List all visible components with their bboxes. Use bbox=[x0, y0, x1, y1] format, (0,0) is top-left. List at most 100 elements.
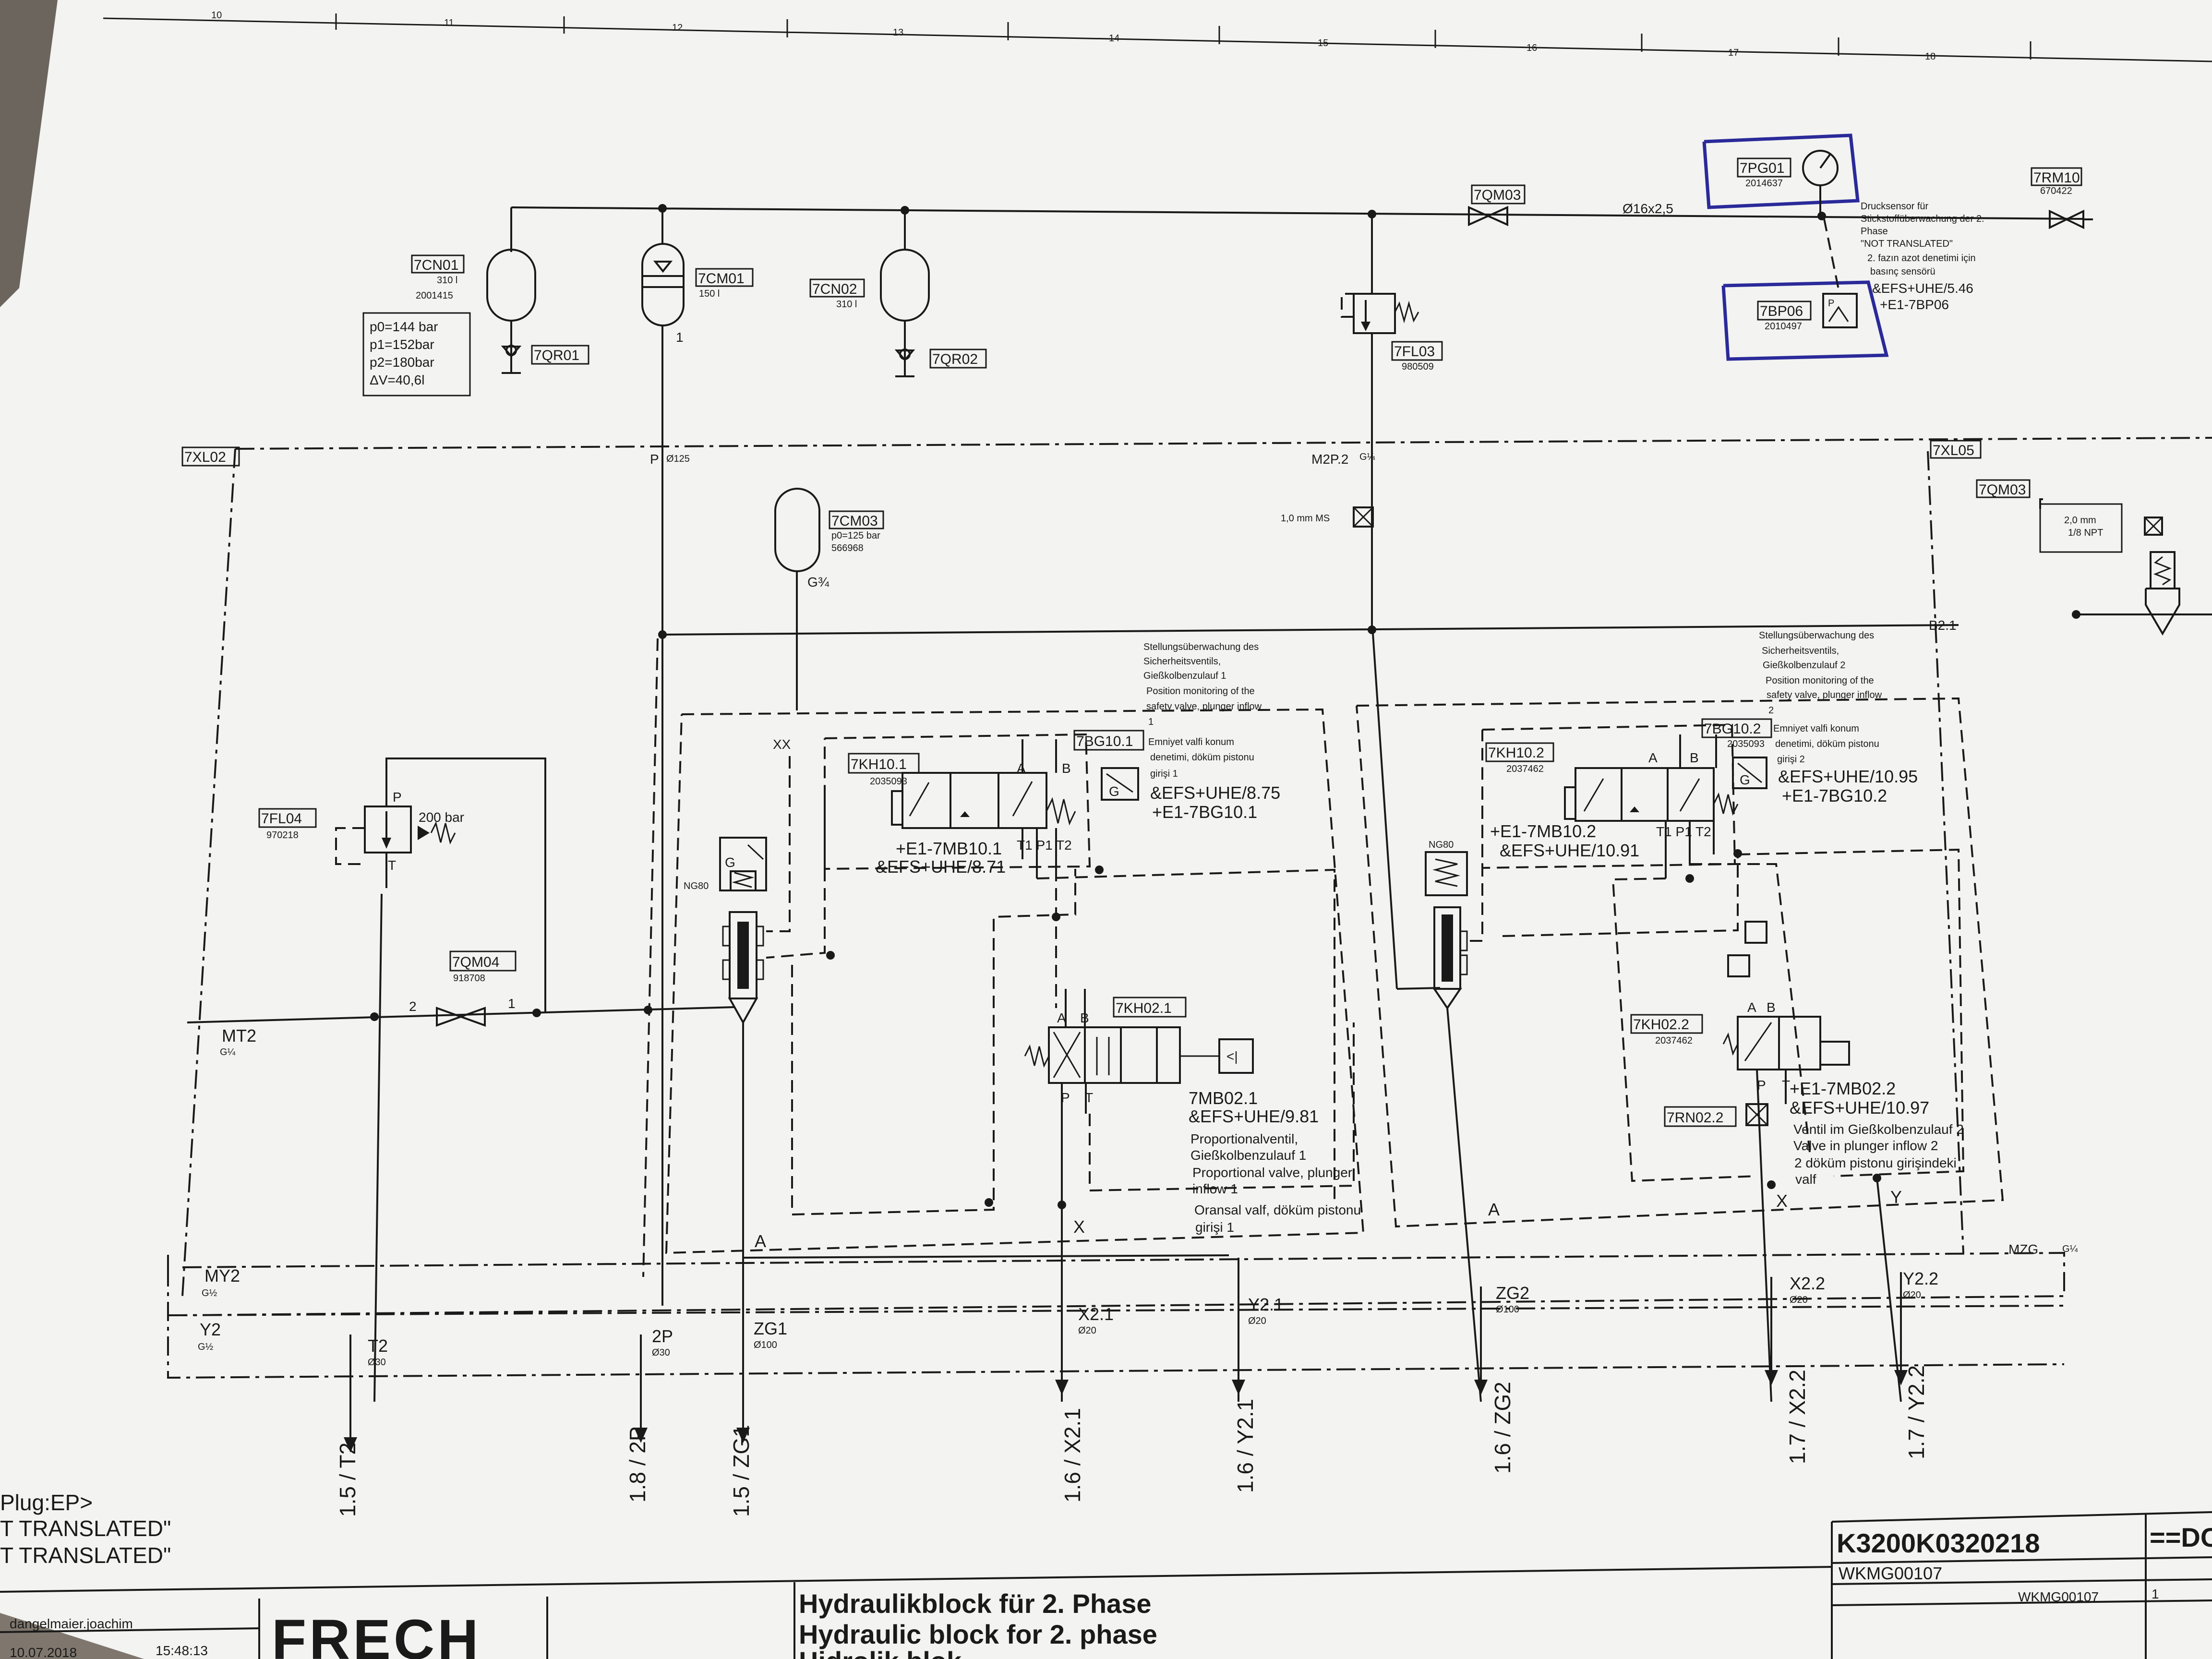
monitor-note-1: denetimi, döküm pistonu bbox=[1150, 752, 1254, 763]
cm01-volume: 150 l bbox=[699, 289, 720, 299]
monitor-note-2: Position monitoring of the bbox=[1766, 675, 1874, 686]
pilot-line bbox=[766, 756, 791, 932]
kh022-port-a: A bbox=[1747, 1000, 1756, 1015]
qm04-port-2: 2 bbox=[409, 999, 417, 1014]
y2-line bbox=[167, 1267, 2065, 1379]
right-nozzle-block: 2,0 mm 1/8 NPT bbox=[2039, 498, 2212, 636]
outgoing-x21-reference[interactable]: 1.6 / X2.1 bbox=[1060, 1408, 1085, 1503]
monitor-note-2: Sicherheitsventils, bbox=[1762, 646, 1839, 656]
margin-note: Plug:EP> bbox=[0, 1490, 93, 1515]
grid-num: 11 bbox=[444, 18, 454, 28]
outgoing-x22-reference[interactable]: 1.7 / X2.2 bbox=[1785, 1370, 1810, 1464]
tag-box bbox=[695, 268, 754, 287]
outgoing-2p-reference[interactable]: 1.8 / 2P bbox=[625, 1426, 650, 1503]
port-a2: A bbox=[1488, 1200, 1500, 1219]
port-y2-size: G½ bbox=[198, 1342, 214, 1352]
outgoing-y22-size: Ø20 bbox=[1903, 1290, 1921, 1300]
kh101-id: 2035093 bbox=[870, 776, 907, 787]
tag-box bbox=[809, 278, 865, 298]
monitor-note-2: Gießkolbenzulauf 2 bbox=[1763, 660, 1845, 671]
grid-num: 12 bbox=[672, 23, 683, 33]
monitor-note-2: safety valve, plunger inflow bbox=[1767, 690, 1882, 700]
outgoing-x21-arrow bbox=[1055, 1380, 1069, 1395]
ng80b-label: NG80 bbox=[1429, 840, 1454, 850]
kh101-port-b: B bbox=[1062, 761, 1071, 776]
prop1-note: Proportional valve, plunger bbox=[1192, 1165, 1352, 1180]
position-sensor-7bg10-1 bbox=[1101, 767, 1139, 801]
sensor-note: Stickstoffüberwachung der 2. bbox=[1861, 214, 1984, 224]
tag-7fl04: 7FL04 bbox=[261, 811, 302, 827]
tag-7bg10-2: 7BG10.2 bbox=[1704, 721, 1761, 737]
fl04-port-p: P bbox=[393, 790, 402, 805]
author: dangelmaier.joachim bbox=[10, 1616, 133, 1631]
pilot-line bbox=[1036, 868, 1335, 1200]
monitor-note-1: Gießkolbenzulauf 1 bbox=[1143, 671, 1226, 681]
outgoing-y22-label: Y2.2 bbox=[1903, 1269, 1938, 1288]
port-my2: MY2 bbox=[204, 1266, 240, 1286]
page-code: ==DC bbox=[2150, 1522, 2212, 1552]
pilot-line bbox=[1690, 863, 1811, 1153]
tag-7qr01: 7QR01 bbox=[534, 348, 579, 363]
b21-branch bbox=[1372, 633, 1398, 989]
monitor-note-1: Emniyet valfi konum bbox=[1148, 737, 1234, 747]
tag-box bbox=[1737, 157, 1791, 178]
orifice-label: 1,0 mm MS bbox=[1281, 513, 1330, 524]
qm04-id: 918708 bbox=[453, 973, 485, 984]
outgoing-zg1-size: Ø100 bbox=[754, 1340, 777, 1350]
grid-num: 17 bbox=[1728, 48, 1739, 58]
kh022-port-t: T bbox=[1782, 1078, 1790, 1093]
pg01-id: 2014637 bbox=[1745, 178, 1783, 189]
outgoing-zg1-reference[interactable]: 1.5 / ZG1 bbox=[729, 1425, 754, 1517]
b21-line bbox=[662, 624, 1959, 636]
tag-box bbox=[1073, 730, 1144, 751]
kh102-ports: T1 P1 T2 bbox=[1656, 824, 1711, 839]
port-p: P bbox=[650, 452, 659, 467]
outgoing-2p-label: 2P bbox=[652, 1326, 673, 1346]
bp06-id: 2010497 bbox=[1765, 321, 1802, 332]
kh021-port-b: B bbox=[1080, 1010, 1089, 1025]
tag-box bbox=[1113, 997, 1187, 1018]
kh101-port-a: A bbox=[1017, 761, 1026, 776]
kh022-id: 2037462 bbox=[1655, 1035, 1693, 1046]
block-outline bbox=[181, 437, 2212, 1297]
tag-box bbox=[1471, 184, 1526, 204]
outgoing-zg2-reference[interactable]: 1.6 / ZG2 bbox=[1490, 1382, 1515, 1474]
outgoing-y21-reference[interactable]: 1.6 / Y2.1 bbox=[1233, 1399, 1258, 1493]
bg101-ref: &EFS+UHE/8.75 bbox=[1150, 783, 1280, 803]
accu-params-box bbox=[362, 312, 471, 397]
tag-7bg10-1: 7BG10.1 bbox=[1076, 733, 1133, 749]
grid-num: 18 bbox=[1925, 51, 1936, 62]
sensor-slash bbox=[1106, 773, 1133, 793]
sensor-p-mark: P bbox=[1828, 298, 1834, 309]
monitor-note-2: 2 bbox=[1768, 705, 1774, 716]
tag-7kh02-1: 7KH02.1 bbox=[1116, 1000, 1172, 1016]
port-y2: Y2 bbox=[200, 1320, 221, 1339]
title-tr: Hidrolik blok bbox=[799, 1646, 962, 1659]
check-valve bbox=[1744, 921, 1767, 944]
grid-num: 16 bbox=[1527, 43, 1537, 53]
monitor-note-1: safety valve, plunger inflow bbox=[1146, 701, 1262, 712]
outgoing-t2-reference[interactable]: 1.5 / T2 bbox=[335, 1443, 360, 1517]
kh101-ports: T1 P1 T2 bbox=[1017, 838, 1072, 853]
orifice bbox=[1353, 506, 1374, 528]
kh102-port-a: A bbox=[1648, 750, 1658, 765]
tag-box bbox=[1976, 479, 2031, 498]
valve-group-2-frame bbox=[1356, 697, 2004, 1228]
sensor-ref: +E1-7BP06 bbox=[1880, 297, 1949, 312]
kh101-ref: &EFS+UHE/8.71 bbox=[876, 857, 1006, 877]
qm04-port-1: 1 bbox=[508, 996, 516, 1011]
outgoing-y21-label: Y2.1 bbox=[1248, 1295, 1284, 1314]
company-logo: FRECH bbox=[272, 1608, 481, 1659]
grid-ruler: 10 11 12 13 14 15 16 17 18 bbox=[103, 10, 2212, 62]
valve-group-1-frame bbox=[665, 708, 1365, 1254]
margin-note: T TRANSLATED" bbox=[0, 1516, 171, 1541]
tag-7bp06: 7BP06 bbox=[1760, 303, 1803, 319]
bg102-ref: &EFS+UHE/10.95 bbox=[1778, 767, 1918, 786]
outgoing-y22-reference[interactable]: 1.7 / Y2.2 bbox=[1904, 1365, 1929, 1459]
tag-box bbox=[1757, 301, 1812, 321]
sensor-ref: &EFS+UHE/5.46 bbox=[1872, 281, 1973, 296]
tag-7cn01: 7CN01 bbox=[414, 257, 458, 273]
tag-7qm03: 7QM03 bbox=[1474, 187, 1521, 203]
kh022-port-b: B bbox=[1767, 1000, 1776, 1015]
